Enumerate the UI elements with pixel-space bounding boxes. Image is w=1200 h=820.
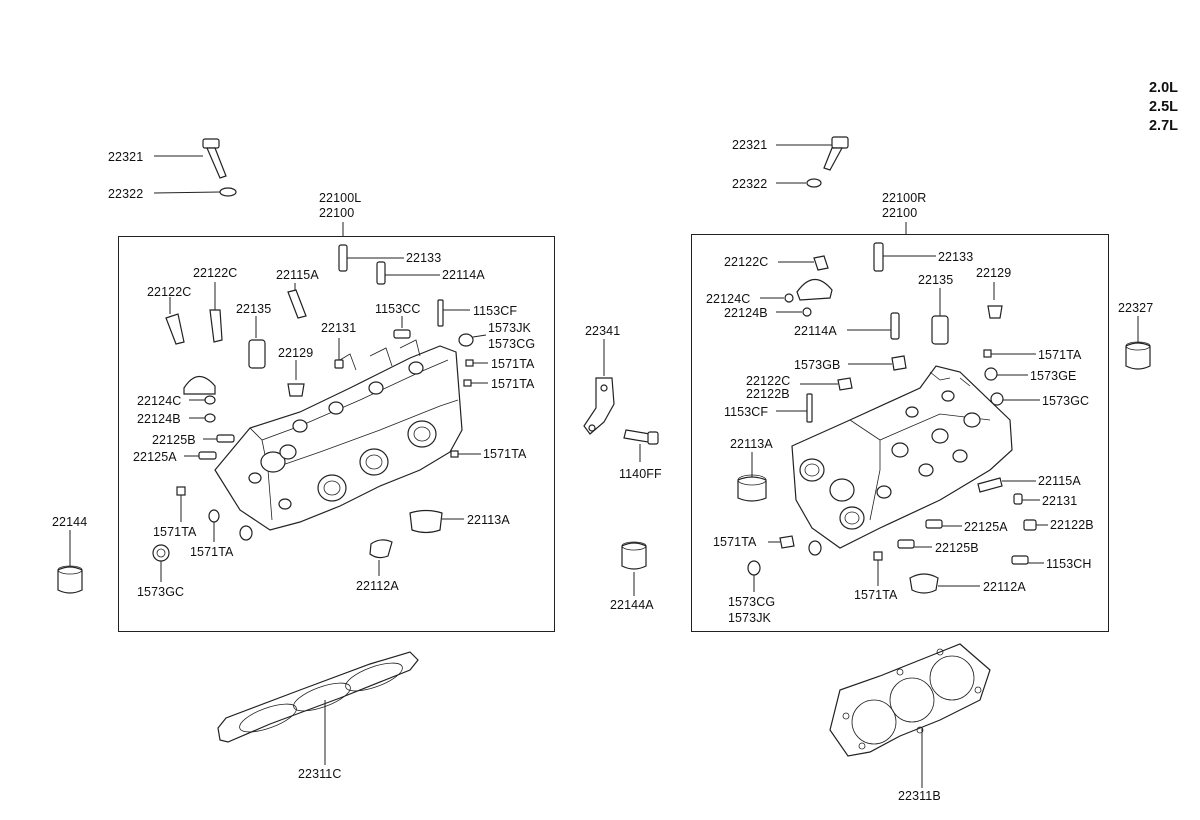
engine-option-27: 2.7L [1148,118,1178,134]
right-part-label: 22125A [964,520,1008,534]
left-seal-icon [57,530,83,594]
left-part-label: 22122C [147,285,192,299]
left-head-box [118,236,555,632]
right-part-label: 22113A [730,437,773,451]
right-part-label: 22122C [746,374,791,388]
right-head-box [691,234,1109,632]
left-part-label: 22135 [236,302,272,316]
left-part-label: 22115A [276,268,319,282]
right-part-label: 22135 [918,273,954,287]
left-part-label: 1571TA [483,447,527,461]
left-small-parts-icon [152,244,488,582]
left-cylinder-head-icon [214,339,463,531]
left-part-label: 1573CG [488,337,536,351]
right-part-label: 22122B [1050,518,1094,532]
left-gasket-label: 22311C [298,767,342,781]
right-part-label: 22122C [724,255,769,269]
right-small-parts-icon [737,242,1048,594]
left-head-number-alt-label: 22100 [319,206,355,220]
left-part-label: 22112A [356,579,399,593]
left-washer-label: 22322 [108,187,144,201]
right-gasket-icon [829,643,991,788]
center-bolt-label: 1140FF [619,467,662,481]
right-part-label: 1153CF [724,405,769,419]
right-head-bolt-icon [776,136,849,188]
engine-option-20: 2.0L [1148,80,1178,96]
center-seal-label: 22144A [610,598,654,612]
right-part-label: 22125B [935,541,979,555]
bracket-icon [583,339,615,435]
right-part-label: 1573CG [728,595,776,609]
right-part-label: 1153CH [1046,557,1092,571]
right-part-label: 1573GC [1042,394,1090,408]
right-part-label: 1573GE [1030,369,1077,383]
right-part-label: 22124C [706,292,751,306]
left-part-label: 22124C [137,394,182,408]
left-part-label: 1573GC [137,585,185,599]
right-part-label: 1571TA [854,588,898,602]
left-part-label: 1571TA [491,357,535,371]
right-seal-label: 22327 [1118,301,1154,315]
left-seal-label: 22144 [52,515,88,529]
right-gasket-label: 22311B [898,789,941,803]
left-part-label: 1571TA [190,545,234,559]
right-seal-icon [1125,316,1151,370]
right-head-number-label: 22100R [882,191,927,205]
right-part-label: 1571TA [1038,348,1082,362]
left-part-label: 22122C [193,266,238,280]
right-part-label: 22133 [938,250,974,264]
left-part-label: 22129 [278,346,314,360]
right-part-label: 22124B [724,306,768,320]
left-part-label: 22125A [133,450,177,464]
left-part-label: 22125B [152,433,196,447]
right-part-label: 22115A [1038,474,1081,488]
right-washer-label: 22322 [732,177,768,191]
right-cylinder-head-icon [791,365,1013,549]
center-bolt-icon [623,429,659,462]
left-part-label: 22133 [406,251,442,265]
right-part-label: 1571TA [713,535,757,549]
right-part-label: 22129 [976,266,1012,280]
left-head-bolt-icon [153,138,237,197]
left-head-number-label: 22100L [319,191,362,205]
right-part-label: 22131 [1042,494,1078,508]
left-part-label: 22124B [137,412,181,426]
left-part-label: 1153CC [375,302,421,316]
center-seal-icon [621,541,647,596]
right-part-label: 22112A [983,580,1026,594]
right-bolt-label: 22321 [732,138,768,152]
right-part-label: 1573JK [728,611,771,625]
left-part-label: 1153CF [473,304,518,318]
left-part-label: 22114A [442,268,485,282]
left-gasket-icon [217,651,419,765]
left-bolt-label: 22321 [108,150,144,164]
right-part-label: 1573GB [794,358,841,372]
left-part-label: 1571TA [153,525,197,539]
right-part-label: 22114A [794,324,837,338]
left-part-label: 22113A [467,513,510,527]
right-part-label: 22122B [746,387,790,401]
right-head-number-alt-label: 22100 [882,206,918,220]
bracket-label: 22341 [585,324,621,338]
left-part-label: 1571TA [491,377,535,391]
engine-option-25: 2.5L [1148,99,1178,115]
left-part-label: 1573JK [488,321,531,335]
left-part-label: 22131 [321,321,357,335]
